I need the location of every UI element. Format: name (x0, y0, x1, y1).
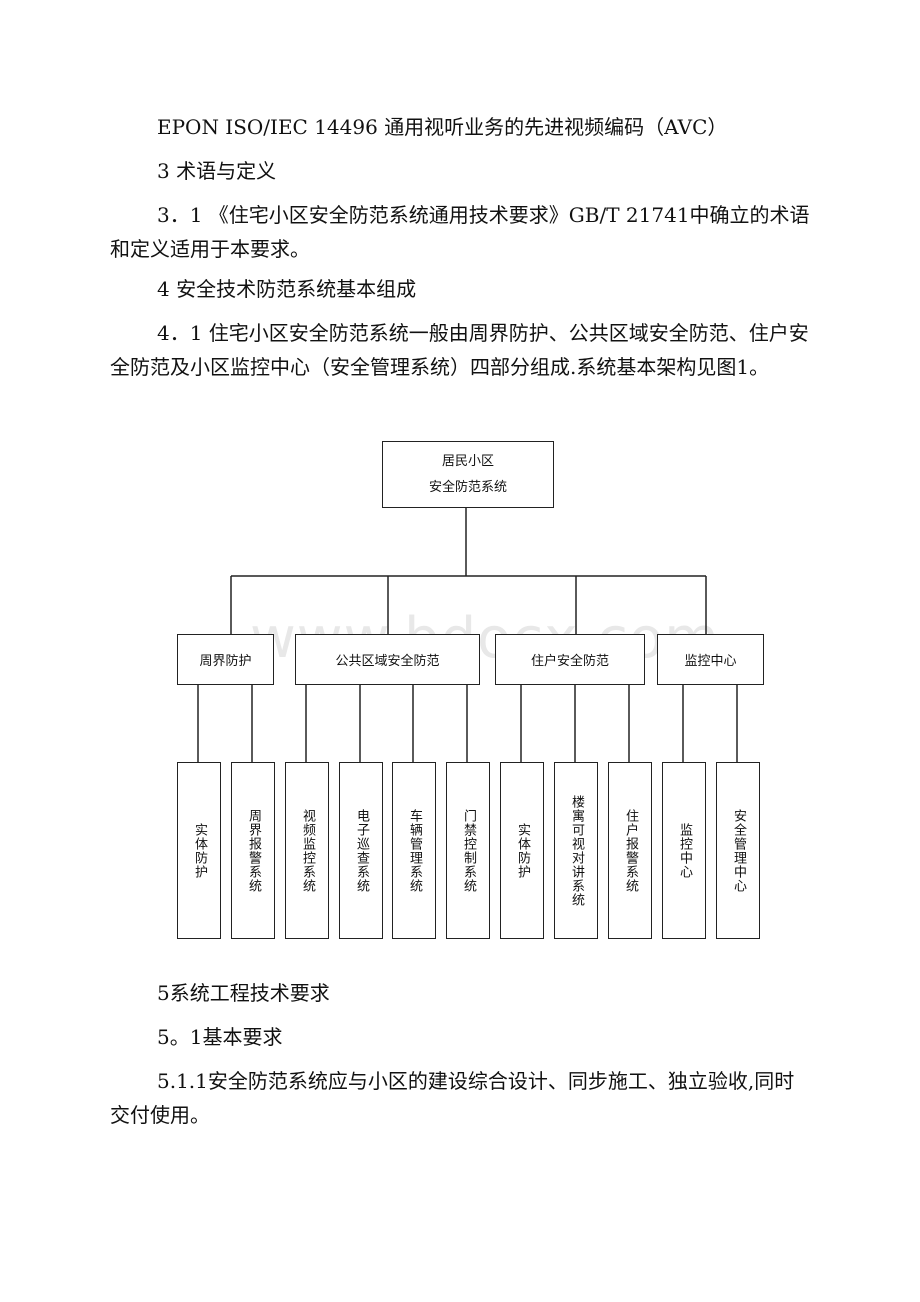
child-label: 住户报警系统 (623, 808, 638, 893)
heading-terms: 3 术语与定义 (157, 159, 277, 183)
diagram-root-box: 居民小区 安全防范系统 (382, 441, 554, 508)
group-label: 公共区域安全防范 (335, 654, 440, 669)
child-label: 实体防护 (192, 822, 207, 879)
child-box: 实体防护 (177, 762, 221, 939)
child-box: 周界报警系统 (231, 762, 275, 939)
child-label: 车辆管理系统 (407, 808, 422, 893)
paragraph-reference: EPON ISO/IEC 14496 通用视听业务的先进视频编码（AVC） (157, 115, 728, 139)
child-label: 监控中心 (677, 822, 692, 879)
child-box: 车辆管理系统 (392, 762, 436, 939)
child-label: 楼寓可视对讲系统 (569, 794, 584, 907)
child-box: 住户报警系统 (608, 762, 652, 939)
child-label: 视频监控系统 (300, 808, 315, 893)
heading-engineering: 5系统工程技术要求 (157, 981, 330, 1005)
child-box: 实体防护 (500, 762, 544, 939)
paragraph-5-1-1: 5.1.1安全防范系统应与小区的建设综合设计、同步施工、独立验收,同时交付使用。 (110, 1069, 795, 1127)
paragraph-3-1: 3．1 《住宅小区安全防范系统通用技术要求》GB/T 21741中确立的术语和定… (110, 203, 810, 261)
group-label: 周界防护 (199, 654, 252, 669)
group-label: 住户安全防范 (530, 654, 609, 669)
group-label: 监控中心 (684, 654, 737, 669)
heading-composition: 4 安全技术防范系统基本组成 (157, 277, 417, 301)
child-box: 门禁控制系统 (446, 762, 490, 939)
paragraph-4-1: 4．1 住宅小区安全防范系统一般由周界防护、公共区域安全防范、住户安全防范及小区… (110, 321, 809, 379)
child-box: 监控中心 (662, 762, 706, 939)
group-box-perimeter: 周界防护 (177, 634, 274, 685)
child-label: 安全管理中心 (731, 808, 746, 893)
group-box-monitor-center: 监控中心 (657, 634, 764, 685)
root-line-2: 安全防范系统 (428, 479, 507, 495)
root-line-1: 居民小区 (441, 453, 494, 469)
group-box-public-area: 公共区域安全防范 (295, 634, 480, 685)
child-box: 视频监控系统 (285, 762, 329, 939)
child-label: 实体防护 (515, 822, 530, 879)
heading-basic-requirements: 5。1基本要求 (157, 1025, 283, 1049)
child-box: 楼寓可视对讲系统 (554, 762, 598, 939)
child-box: 安全管理中心 (716, 762, 760, 939)
child-label: 电子巡查系统 (354, 808, 369, 893)
child-box: 电子巡查系统 (339, 762, 383, 939)
group-box-residence: 住户安全防范 (495, 634, 645, 685)
child-label: 周界报警系统 (246, 808, 261, 893)
child-label: 门禁控制系统 (461, 808, 476, 893)
